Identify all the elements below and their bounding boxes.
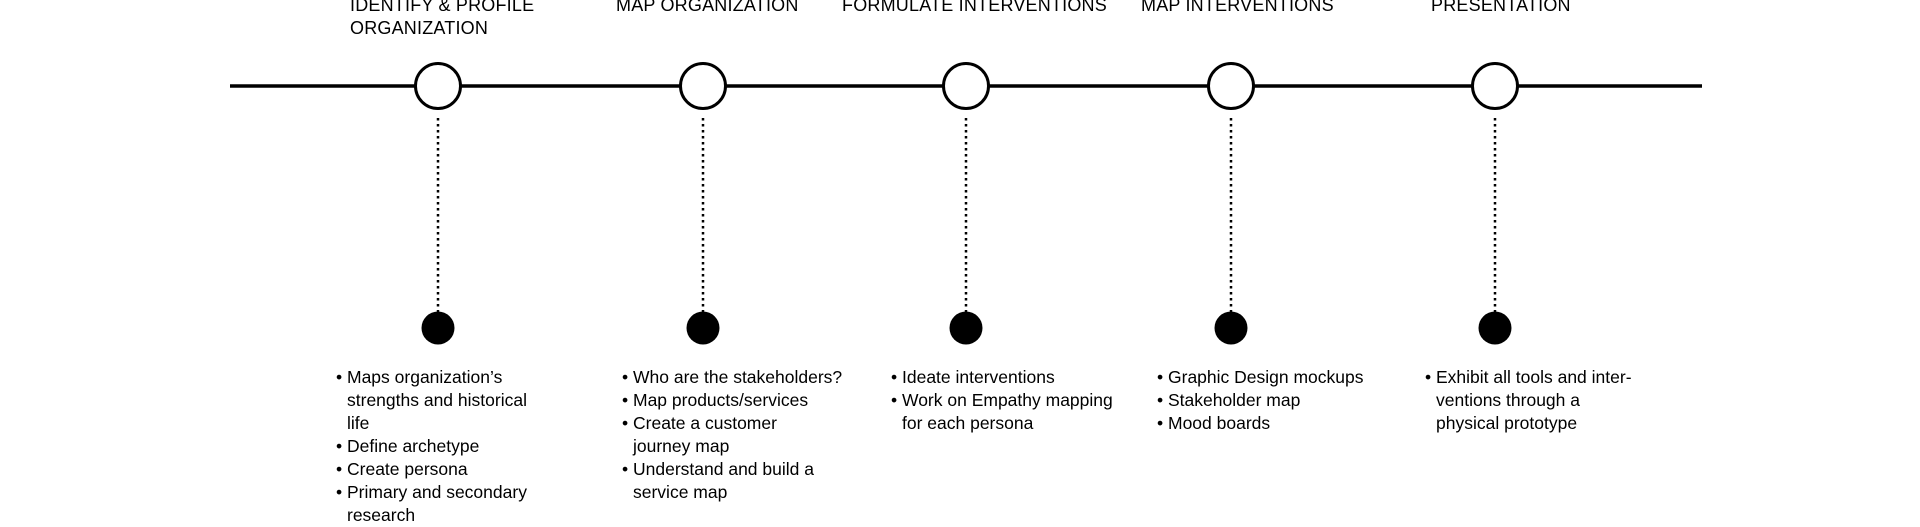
stage-2-title-line: MAP ORGANIZATION	[616, 0, 799, 15]
stage-4-task-list: Graphic Design mockups Stakeholder map M…	[1157, 366, 1364, 435]
stage-5-marker	[1471, 62, 1519, 345]
task-item-text: life	[347, 413, 370, 433]
task-item: Ideate interventions	[891, 366, 1113, 389]
task-item-text: strengths and historical	[347, 390, 527, 410]
stage-2-task-list: Who are the stakeholders? Map products/s…	[622, 366, 842, 504]
task-item-text: Create a customer	[633, 413, 777, 433]
task-item-text: Mood boards	[1168, 413, 1271, 433]
task-item: Create persona	[336, 458, 527, 481]
stage-4-title-line: MAP INTERVENTIONS	[1141, 0, 1334, 15]
stage-1-title-line: ORGANIZATION	[350, 18, 489, 38]
task-item: Map products/services	[622, 389, 842, 412]
stage-4-title: MAP INTERVENTIONS	[1141, 0, 1334, 17]
task-item-text: Stakeholder map	[1168, 390, 1301, 410]
task-item-text: Create persona	[347, 459, 468, 479]
task-item: Mood boards	[1157, 412, 1364, 435]
task-item-text: ventions through a	[1436, 390, 1580, 410]
task-item-text: service map	[633, 482, 728, 502]
task-item-text: Exhibit all tools and inter-	[1436, 367, 1632, 387]
task-item: Create a customer journey map	[622, 412, 842, 458]
task-item-text: Define archetype	[347, 436, 480, 456]
stage-2-node	[679, 62, 727, 110]
stage-3-node	[942, 62, 990, 110]
stage-1-task-list: Maps organization’s strengths and histor…	[336, 366, 527, 527]
stage-3-title: FORMULATE INTERVENTIONS	[842, 0, 1107, 17]
stage-3-dot	[949, 311, 983, 345]
task-item-text: for each persona	[902, 413, 1034, 433]
stage-3-task-list: Ideate interventions Work on Empathy map…	[891, 366, 1113, 435]
task-item-text: Maps organization’s	[347, 367, 503, 387]
stage-1-node	[414, 62, 462, 110]
task-item-text: Work on Empathy mapping	[902, 390, 1113, 410]
stage-5-task-list: Exhibit all tools and inter- ventions th…	[1425, 366, 1632, 435]
stage-2-dot	[686, 311, 720, 345]
stage-2-marker	[679, 62, 727, 345]
stage-4-node	[1207, 62, 1255, 110]
stage-4-marker	[1207, 62, 1255, 345]
stage-3-marker	[942, 62, 990, 345]
task-item: Maps organization’s strengths and histor…	[336, 366, 527, 435]
task-item: Primary and secondary research	[336, 481, 527, 527]
task-item-text: Graphic Design mockups	[1168, 367, 1364, 387]
task-item-text: Understand and build a	[633, 459, 814, 479]
task-item-text: physical prototype	[1436, 413, 1578, 433]
stage-1-title-line: IDENTIFY & PROFILE	[350, 0, 535, 15]
task-item: Work on Empathy mapping for each persona	[891, 389, 1113, 435]
stage-5-title: PRESENTATION	[1431, 0, 1571, 17]
task-item: Who are the stakeholders?	[622, 366, 842, 389]
stage-1-title: IDENTIFY & PROFILE ORGANIZATION	[350, 0, 534, 40]
task-item: Define archetype	[336, 435, 527, 458]
task-item-text: Primary and secondary	[347, 482, 527, 502]
task-item: Understand and build a service map	[622, 458, 842, 504]
stage-5-node	[1471, 62, 1519, 110]
task-item-text: journey map	[633, 436, 730, 456]
stage-4-dot	[1214, 311, 1248, 345]
stage-3-title-line: FORMULATE INTERVENTIONS	[842, 0, 1107, 15]
task-item-text: Map products/services	[633, 390, 809, 410]
stage-1-marker	[414, 62, 462, 345]
task-item-text: Ideate interventions	[902, 367, 1055, 387]
task-item: Stakeholder map	[1157, 389, 1364, 412]
task-item: Graphic Design mockups	[1157, 366, 1364, 389]
stage-5-dot	[1478, 311, 1512, 345]
task-item-text: research	[347, 505, 416, 525]
task-item-text: Who are the stakeholders?	[633, 367, 843, 387]
task-item: Exhibit all tools and inter- ventions th…	[1425, 366, 1632, 435]
stage-1-dot	[421, 311, 455, 345]
stage-5-title-line: PRESENTATION	[1431, 0, 1571, 15]
stage-2-title: MAP ORGANIZATION	[616, 0, 799, 17]
